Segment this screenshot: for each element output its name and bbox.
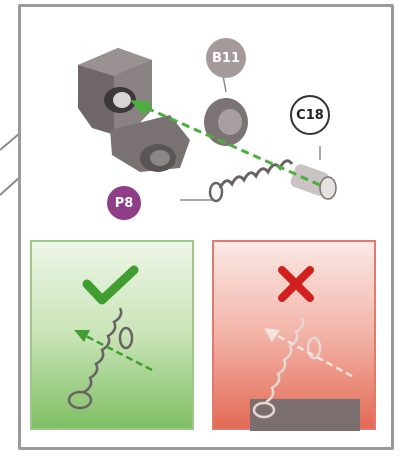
checkmark-icon	[87, 270, 134, 300]
arrow-incorrect	[274, 334, 352, 376]
part-c18-pin	[289, 146, 336, 199]
part-badge-p8: P8	[107, 186, 141, 220]
part-p8-spring	[180, 161, 292, 201]
part-badge-c18: C18	[290, 95, 330, 135]
part-b11	[204, 70, 248, 146]
housing-part	[78, 48, 190, 172]
cross-icon	[282, 270, 310, 298]
correct-orientation-panel	[30, 240, 194, 430]
incorrect-orientation-panel	[212, 240, 376, 430]
part-badge-b11: B11	[206, 38, 246, 78]
spring-correct	[69, 308, 132, 408]
spring-incorrect	[254, 318, 320, 417]
arrow-correct	[82, 334, 152, 370]
